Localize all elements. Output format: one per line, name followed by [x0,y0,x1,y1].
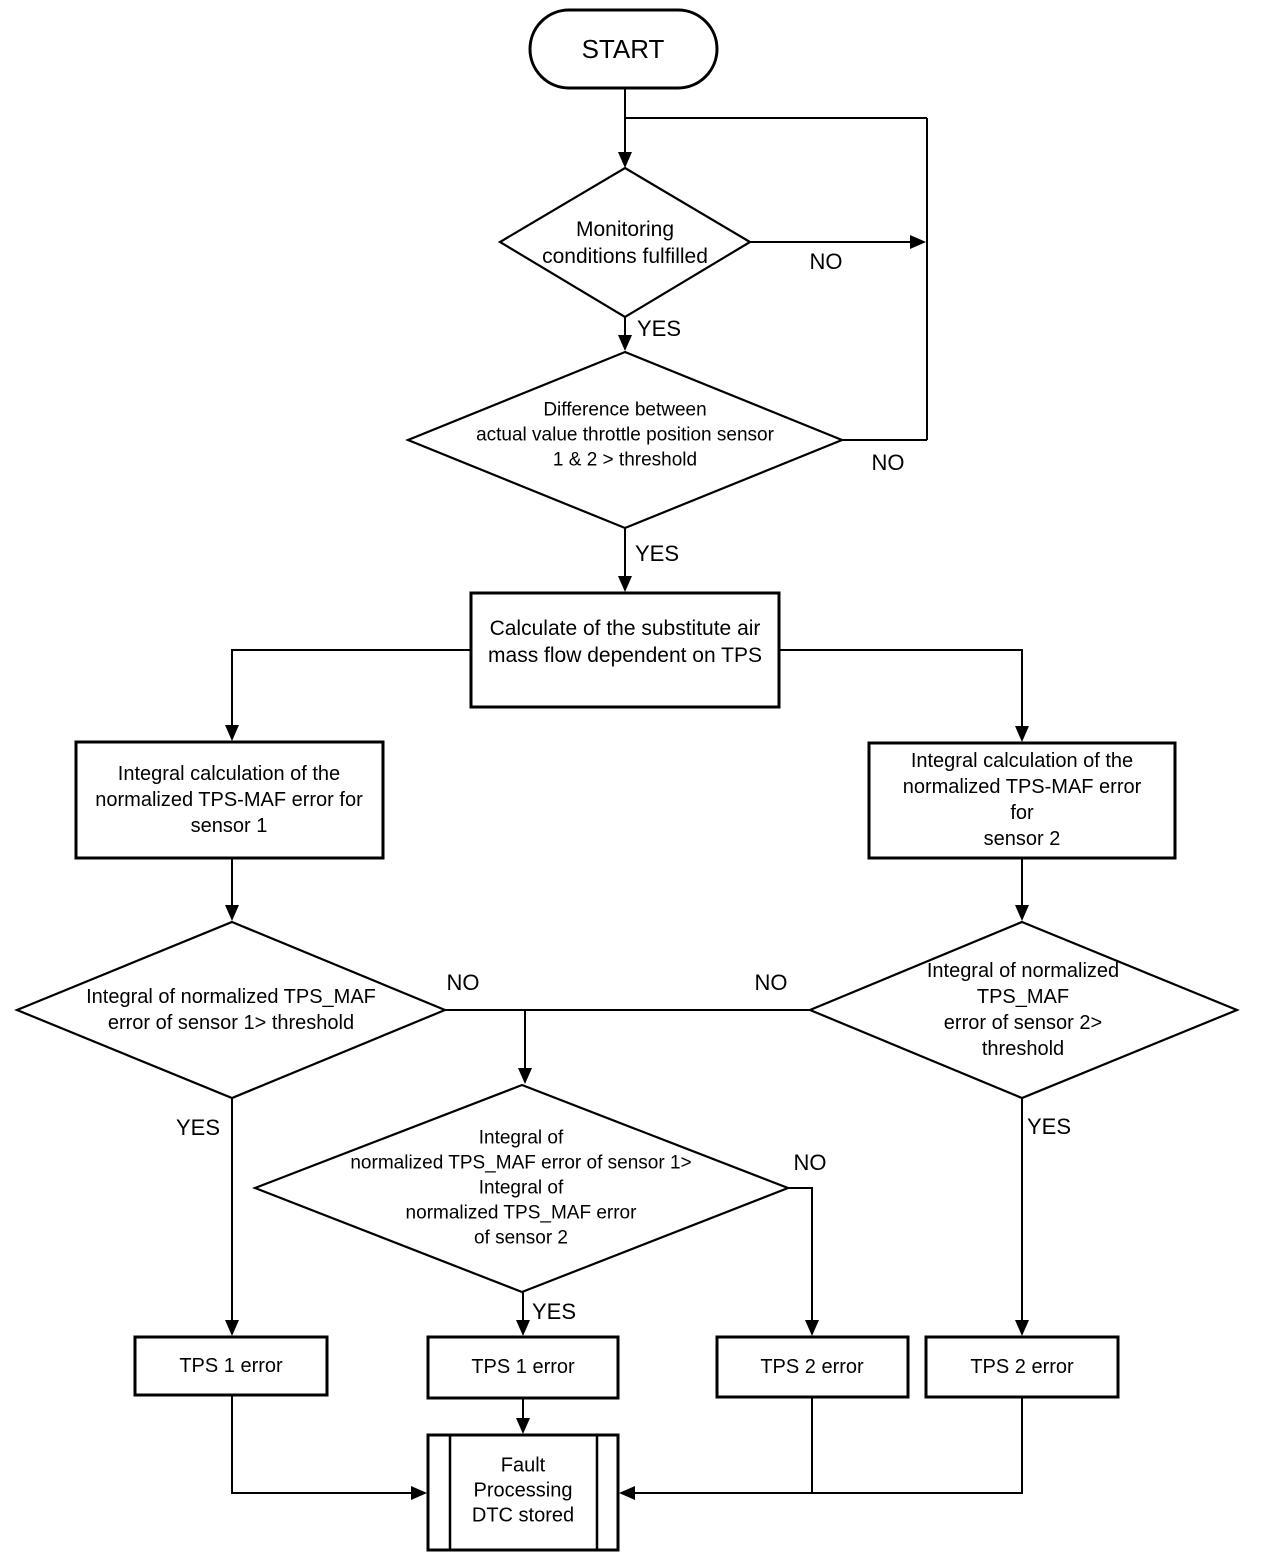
monitoring-no-label: NO [809,249,843,274]
threshold1-decision-shape [14,920,448,1100]
threshold2-yes-label: YES [1026,1114,1072,1139]
difference-label: Difference between actual value throttle… [476,399,774,471]
fault-process-shape [426,1433,620,1552]
tps2-error-b-shape [924,1335,1120,1399]
start-label: START [581,34,665,64]
difference-yes-label: YES [634,541,680,566]
edge-compare-no [788,1187,819,1336]
difference-decision-shape [405,350,845,530]
edge-tps2b-to-fault [619,1397,1023,1500]
integral1-label: Integral calculation of the normalized T… [95,763,363,837]
tps2-error-a-shape [715,1335,910,1399]
threshold1-label: Integral of normalized TPS_MAF error of … [86,986,376,1034]
integral1-process-shape [74,740,385,860]
tps2-error-b-label: TPS 2 error [970,1356,1074,1378]
monitoring-yes-label: YES [636,316,682,341]
monitoring-decision-shape [497,166,753,319]
fault-label: Fault Processing DTC stored [471,1454,575,1527]
start-terminator-shape [528,8,719,90]
tps1-error-b-label: TPS 1 error [471,1356,575,1378]
calculate-label: Calculate of the substitute air mass flo… [488,617,762,667]
difference-no-label: NO [871,450,905,475]
edge-calculate-to-integral1 [225,649,471,741]
calculate-process-shape [469,591,781,709]
compare-yes-label: YES [531,1299,577,1324]
tps1-error-a-label: TPS 1 error [179,1355,283,1377]
compare-label: Integral of normalized TPS_MAF error of … [350,1127,692,1249]
threshold2-label: Integral of normalized TPS_MAF error of … [926,960,1120,1060]
tps2-error-a-label: TPS 2 error [760,1356,864,1378]
threshold2-no-label: NO [754,970,788,995]
threshold1-no-label: NO [446,970,480,995]
integral2-label: Integral calculation of the normalized T… [902,750,1142,850]
threshold2-decision-shape [807,920,1240,1100]
compare-no-label: NO [793,1150,827,1175]
tps1-error-a-shape [133,1335,329,1397]
tps1-error-b-shape [426,1335,620,1400]
monitoring-label: Monitoring conditions fulfilled [542,218,708,268]
edge-tps1a-to-fault [231,1395,427,1500]
edge-calculate-to-integral2 [779,649,1029,742]
integral2-process-shape [867,741,1177,860]
compare-decision-shape [251,1083,792,1294]
threshold1-yes-label: YES [175,1115,221,1140]
